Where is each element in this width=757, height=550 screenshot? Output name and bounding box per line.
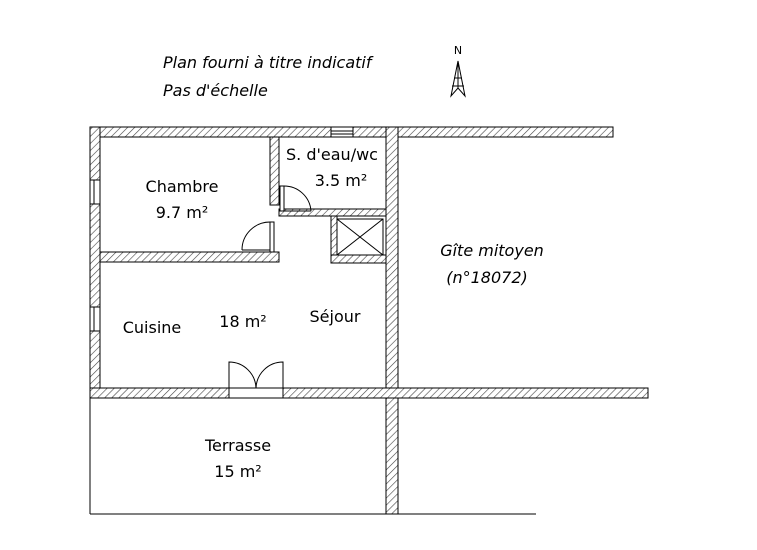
wall-duct-bottom (330, 254, 387, 264)
compass-label: N (454, 44, 462, 57)
wall-bottom (89, 387, 649, 399)
wall-duct-left (330, 215, 338, 261)
terrace-outline (89, 127, 649, 515)
window-cuisine (89, 306, 101, 332)
window-bathroom (330, 126, 354, 138)
doors (228, 185, 312, 399)
note-no-scale: Pas d'échelle (163, 81, 268, 100)
window-chambre (89, 179, 101, 205)
door-entry (228, 387, 284, 399)
door-chambre (269, 221, 275, 253)
room-chambre-name: Chambre (146, 177, 219, 196)
room-cuisine-name: Cuisine (123, 318, 182, 337)
room-living-area: 18 m² (219, 312, 266, 331)
wall-bath-bottom (278, 208, 387, 217)
wall-left (89, 126, 101, 399)
room-bathroom-name: S. d'eau/wc (286, 145, 378, 164)
gite-name: Gîte mitoyen (440, 241, 544, 260)
north-arrow-icon (450, 60, 466, 98)
note-indicative: Plan fourni à titre indicatif (163, 53, 374, 72)
room-sejour-name: Séjour (310, 307, 361, 326)
wall-right (385, 126, 399, 515)
shaft (336, 218, 384, 256)
door-bathroom (279, 185, 285, 212)
wall-chambre-bottom (99, 251, 280, 263)
windows (89, 126, 354, 332)
room-terrasse-area: 15 m² (214, 462, 261, 481)
wall-chambre-right (269, 136, 280, 206)
room-bathroom-area: 3.5 m² (315, 171, 368, 190)
room-terrasse-name: Terrasse (204, 436, 271, 455)
gite-ref: (n°18072) (446, 268, 528, 287)
room-chambre-area: 9.7 m² (156, 203, 209, 222)
